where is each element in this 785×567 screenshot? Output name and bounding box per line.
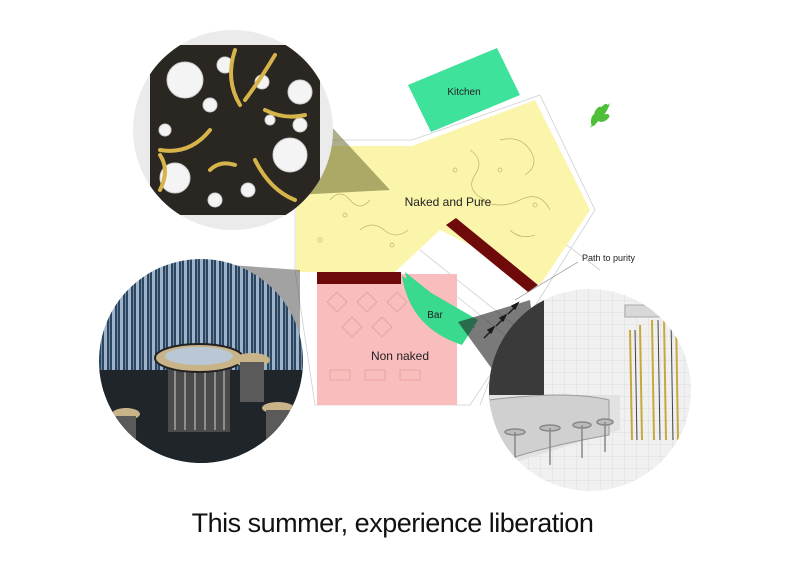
kitchen-label: Kitchen	[447, 87, 480, 98]
naked-zone	[296, 100, 590, 285]
kitchen-zone	[408, 48, 520, 132]
page-caption: This summer, experience liberation	[191, 508, 594, 538]
path-label-leader	[514, 261, 579, 301]
bar-label: Bar	[427, 310, 443, 321]
bar-interior-photo	[489, 289, 691, 491]
divider-wall-right	[446, 218, 538, 292]
non-naked-label: Non naked	[371, 349, 429, 363]
non-naked-decor	[326, 291, 421, 381]
naked-zone-label: Naked and Pure	[405, 195, 492, 209]
path-label: Path to purity	[582, 253, 636, 263]
table-top-photo	[133, 30, 333, 230]
plant-icon	[590, 103, 610, 128]
divider-wall-left	[317, 272, 401, 284]
stools-photo	[99, 259, 303, 463]
bar-zone-fill	[402, 276, 478, 345]
stool-large	[154, 343, 244, 432]
naked-zone-decor	[317, 138, 551, 248]
